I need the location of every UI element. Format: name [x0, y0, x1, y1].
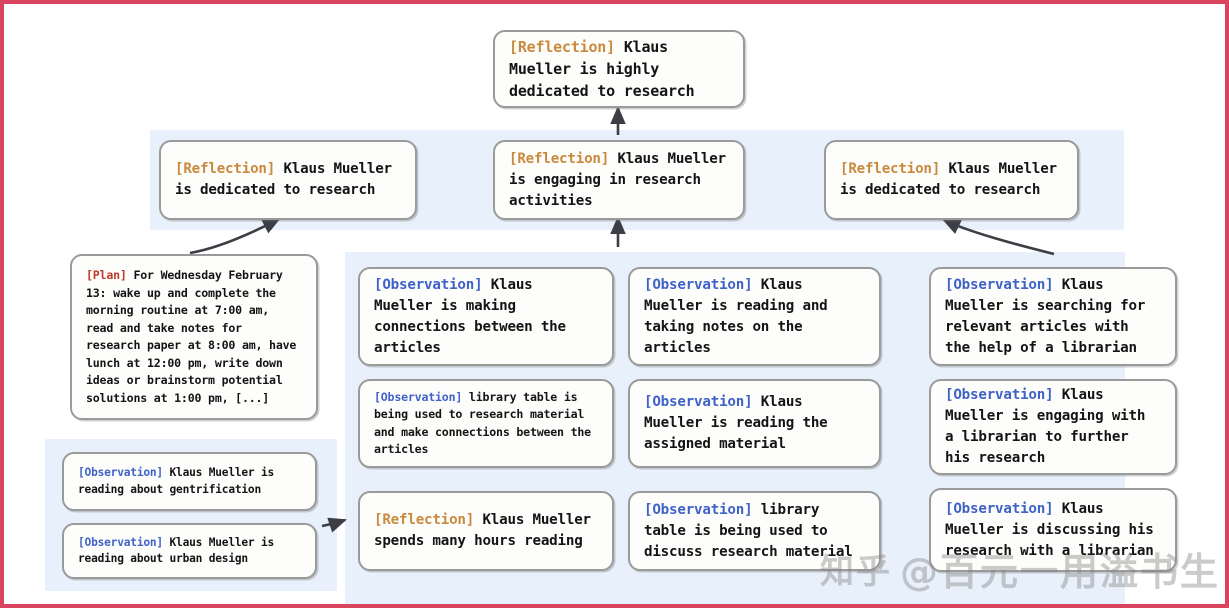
node-col3-item-3[interactable]: [Observation] Klaus Mueller is discussin…	[929, 488, 1177, 572]
node-text: Klaus Mueller is searching for relevant …	[945, 276, 1154, 356]
reflection-tag: [Reflection]	[840, 161, 941, 177]
node-text: For Wednesday February 13: wake up and c…	[86, 268, 303, 405]
node-col2-item-3[interactable]: [Observation] library table is being use…	[628, 491, 881, 571]
observation-tag: [Observation]	[78, 535, 163, 549]
node-text: Klaus Mueller is dedicated to research	[840, 161, 1066, 198]
reflection-tag: [Reflection]	[509, 150, 610, 167]
observation-tag: [Observation]	[945, 500, 1054, 517]
node-plan[interactable]: [Plan] For Wednesday February 13: wake u…	[70, 254, 318, 420]
reflection-tag: [Reflection]	[175, 161, 276, 177]
node-left-observation-2[interactable]: [Observation] Klaus Mueller is reading a…	[62, 523, 317, 579]
node-text: Klaus Mueller is making connections betw…	[374, 276, 575, 356]
node-col3-item-2[interactable]: [Observation] Klaus Mueller is engaging …	[929, 379, 1177, 475]
node-text: Klaus Mueller is reading and taking note…	[644, 276, 836, 356]
observation-tag: [Observation]	[644, 394, 753, 410]
watermark-logo: 知乎	[820, 552, 892, 592]
node-reflection-right[interactable]: [Reflection] Klaus Mueller is dedicated …	[824, 140, 1079, 220]
observation-tag: [Observation]	[644, 501, 753, 518]
node-text: Klaus Mueller is highly dedicated to res…	[509, 38, 695, 100]
node-col1-item-3[interactable]: [Reflection] Klaus Mueller spends many h…	[358, 491, 614, 571]
watermark-handle: @百元一用溢书生	[900, 550, 1221, 594]
node-text: Klaus Mueller is discussing his research…	[945, 500, 1162, 559]
reflection-tag: [Reflection]	[374, 512, 475, 528]
node-left-observation-1[interactable]: [Observation] Klaus Mueller is reading a…	[62, 452, 317, 511]
observation-tag: [Observation]	[945, 387, 1054, 403]
node-text: Klaus Mueller is reading about gentrific…	[78, 466, 281, 496]
node-text: Klaus Mueller is reading the assigned ma…	[644, 394, 836, 452]
node-text: Klaus Mueller is engaging with a librari…	[945, 387, 1154, 466]
node-text: Klaus Mueller is engaging in research ac…	[509, 150, 735, 209]
node-col2-item-1[interactable]: [Observation] Klaus Mueller is reading a…	[628, 267, 881, 366]
node-col1-item-2[interactable]: [Observation] library table is being use…	[358, 379, 614, 468]
node-reflection-center[interactable]: [Reflection] Klaus Mueller is engaging i…	[493, 140, 745, 220]
node-col3-item-1[interactable]: [Observation] Klaus Mueller is searching…	[929, 267, 1177, 366]
plan-tag: [Plan]	[86, 268, 127, 282]
node-text: Klaus Mueller is dedicated to research	[175, 161, 401, 198]
observation-tag: [Observation]	[374, 276, 483, 293]
node-text: library table is being used to research …	[374, 389, 598, 457]
node-text: library table is being used to discuss r…	[644, 501, 853, 560]
node-text: Klaus Mueller spends many hours reading	[374, 512, 600, 549]
node-top-reflection[interactable]: [Reflection] Klaus Mueller is highly ded…	[493, 30, 745, 108]
observation-tag: [Observation]	[945, 276, 1054, 293]
reflection-tag: [Reflection]	[509, 38, 615, 56]
node-text: Klaus Mueller is reading about urban des…	[78, 535, 281, 566]
observation-tag: [Observation]	[644, 276, 753, 293]
observation-tag: [Observation]	[374, 389, 463, 404]
observation-tag: [Observation]	[78, 466, 163, 479]
node-reflection-left[interactable]: [Reflection] Klaus Mueller is dedicated …	[159, 140, 417, 220]
node-col1-item-1[interactable]: [Observation] Klaus Mueller is making co…	[358, 267, 614, 366]
node-col2-item-2[interactable]: [Observation] Klaus Mueller is reading t…	[628, 379, 881, 468]
